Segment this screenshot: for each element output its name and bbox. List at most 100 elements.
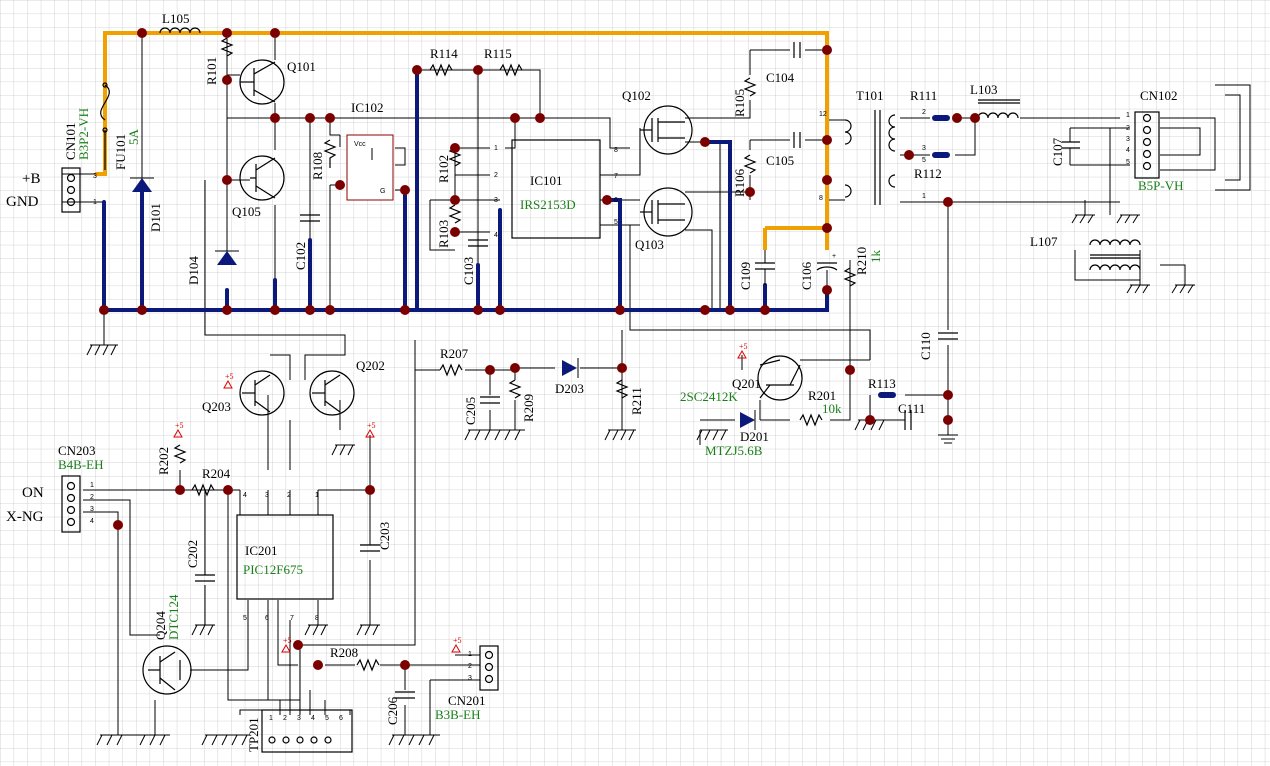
label-d201: D201 xyxy=(740,429,769,444)
c103-capacitor xyxy=(468,239,488,247)
cn203-connector: 1 2 3 4 xyxy=(61,475,94,533)
label-q204-part: DTC124 xyxy=(166,594,181,640)
label-r106: R106 xyxy=(732,168,747,197)
label-r204: R204 xyxy=(202,466,231,481)
ic102-regulator xyxy=(346,134,394,201)
cn102-connector: 1 2 3 4 5 xyxy=(1126,111,1160,179)
c105-capacitor xyxy=(793,132,801,148)
svg-text:7: 7 xyxy=(614,173,618,180)
svg-text:2: 2 xyxy=(287,492,291,499)
label-cn101: CN101 xyxy=(63,122,78,160)
label-c206: C206 xyxy=(385,696,400,725)
r114-resistor xyxy=(429,63,453,77)
svg-text:3: 3 xyxy=(1126,136,1130,143)
label-l103: L103 xyxy=(970,82,997,97)
ground-symbols xyxy=(86,214,1195,746)
svg-text:2: 2 xyxy=(1126,125,1130,132)
label-r101: R101 xyxy=(204,57,219,85)
svg-text:2: 2 xyxy=(922,109,926,116)
r108-resistor xyxy=(323,139,337,168)
svg-text:8: 8 xyxy=(819,195,823,202)
junction-dots xyxy=(99,28,980,670)
q203-transistor xyxy=(239,370,285,416)
label-c106: C106 xyxy=(799,261,814,290)
svg-text:6: 6 xyxy=(265,615,269,622)
label-c102: C102 xyxy=(293,242,308,270)
d203-diode xyxy=(562,358,579,378)
svg-text:1: 1 xyxy=(93,199,97,206)
label-tp201: TP201 xyxy=(246,717,261,752)
label-r210-val: 1k xyxy=(868,250,883,264)
label-q101: Q101 xyxy=(287,59,316,74)
label-r103: R103 xyxy=(436,220,451,248)
label-plus5-e: +5 xyxy=(283,636,292,645)
label-r207: R207 xyxy=(440,346,469,361)
svg-text:3: 3 xyxy=(922,145,926,152)
svg-text:7: 7 xyxy=(290,615,294,622)
label-c107: C107 xyxy=(1050,137,1065,166)
label-r112: R112 xyxy=(914,166,942,181)
svg-text:8: 8 xyxy=(315,615,319,622)
r111-resistor xyxy=(932,115,950,121)
svg-text:2: 2 xyxy=(494,172,498,179)
label-r208: R208 xyxy=(330,645,358,660)
component-labels: +B GND ON X-NG CN101 B3P2-VH FU101 5A D1… xyxy=(6,11,1184,752)
svg-text:2: 2 xyxy=(90,494,94,501)
svg-text:3: 3 xyxy=(93,173,97,180)
label-q202: Q202 xyxy=(356,358,385,373)
label-plus5-b: +5 xyxy=(367,421,376,430)
l107-inductor xyxy=(1089,239,1141,271)
label-plus5-d: +5 xyxy=(225,372,234,381)
label-plus-b: +B xyxy=(22,171,40,187)
svg-text:4: 4 xyxy=(90,518,94,525)
label-c111: C111 xyxy=(898,401,925,416)
svg-text:6: 6 xyxy=(614,197,618,204)
label-c109: C109 xyxy=(738,262,753,290)
svg-text:8: 8 xyxy=(614,147,618,154)
l105-inductor xyxy=(159,27,201,34)
label-cn203-type: B4B-EH xyxy=(58,457,104,472)
label-ic102-g: G xyxy=(380,188,385,195)
c102-capacitor xyxy=(300,214,320,222)
c111-capacitor xyxy=(904,410,912,430)
q101-transistor xyxy=(239,59,285,105)
svg-text:4: 4 xyxy=(494,232,498,239)
label-c205: C205 xyxy=(463,397,478,425)
svg-text:4: 4 xyxy=(311,715,315,722)
label-fu101: FU101 xyxy=(113,134,128,170)
c203-capacitor xyxy=(360,544,380,552)
c109-capacitor xyxy=(755,250,775,285)
svg-text:5: 5 xyxy=(325,715,329,722)
svg-text:1: 1 xyxy=(315,492,319,499)
fu101-fuse xyxy=(100,82,110,170)
d104-zener xyxy=(215,245,239,265)
svg-text:1: 1 xyxy=(90,482,94,489)
ic101-driver: 1 2 3 4 8 7 6 5 xyxy=(494,139,618,239)
label-c110: C110 xyxy=(918,332,933,360)
q204-transistor xyxy=(142,645,192,695)
r101-resistor xyxy=(220,37,234,57)
svg-text:1: 1 xyxy=(922,193,926,200)
label-ic102: IC102 xyxy=(351,100,384,115)
r202-resistor xyxy=(173,444,187,464)
r113-resistor xyxy=(878,392,896,398)
label-cn203: CN203 xyxy=(58,443,96,458)
label-cn201: CN201 xyxy=(448,693,486,708)
r210-resistor xyxy=(843,267,857,287)
d201-zener xyxy=(740,410,756,430)
label-d201-part: MTZJ5.6B xyxy=(705,443,763,458)
label-plus5-c: +5 xyxy=(739,342,748,351)
svg-text:3: 3 xyxy=(265,492,269,499)
q103-mosfet xyxy=(640,187,693,237)
svg-text:3: 3 xyxy=(468,675,472,682)
label-gnd: GND xyxy=(6,194,39,210)
svg-text:4: 4 xyxy=(1126,147,1130,154)
label-d104: D104 xyxy=(186,256,201,285)
q202-transistor xyxy=(309,370,355,416)
l103-inductor xyxy=(977,99,1020,119)
supply-markers xyxy=(173,349,747,653)
r201-resistor xyxy=(799,413,823,427)
svg-text:5: 5 xyxy=(243,615,247,622)
svg-text:12: 12 xyxy=(819,111,827,118)
label-l107: L107 xyxy=(1030,234,1058,249)
